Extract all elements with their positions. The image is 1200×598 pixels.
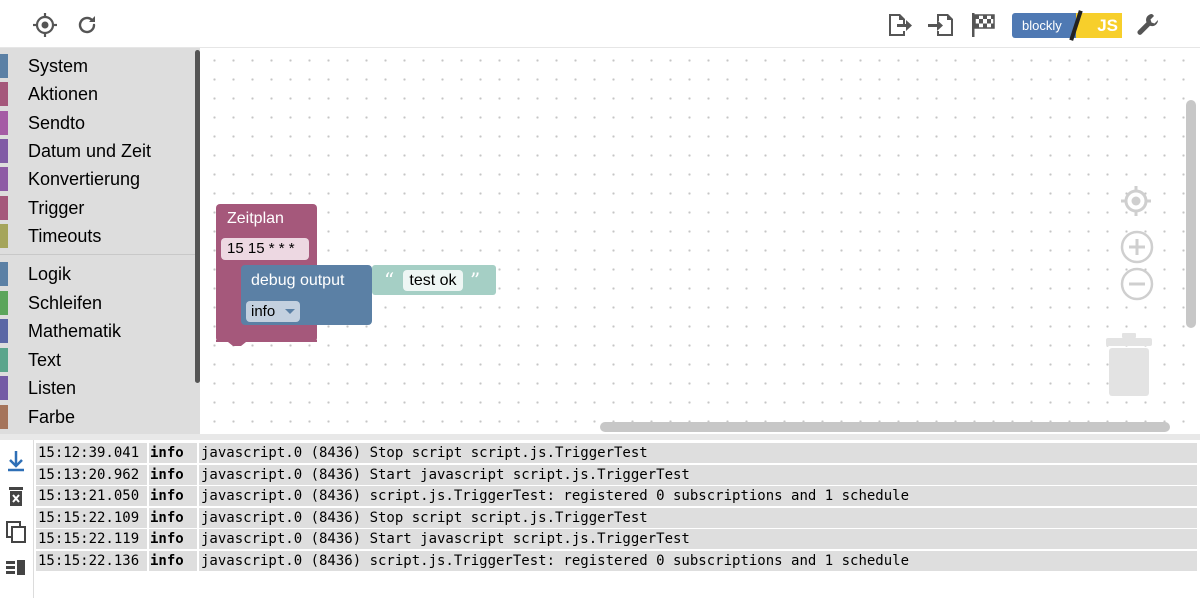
log-level-dropdown[interactable]: info <box>246 301 300 322</box>
log-message: javascript.0 (8436) script.js.TriggerTes… <box>199 551 1197 571</box>
log-message: javascript.0 (8436) Start javascript scr… <box>199 529 1197 550</box>
logo-blockly-text: blockly <box>1012 13 1076 38</box>
category-label: Logik <box>28 264 72 284</box>
log-level: info <box>149 551 197 571</box>
cron-field[interactable]: 15 15 * * * <box>221 238 309 260</box>
debug-block-input-tab <box>362 272 374 286</box>
category-label: Schleifen <box>28 292 103 313</box>
category-color-bar <box>0 262 8 286</box>
toolbox-category-datum-und-zeit[interactable]: Datum und Zeit <box>0 137 196 165</box>
log-level: info <box>149 507 197 528</box>
locate-icon[interactable] <box>30 10 60 40</box>
log-timestamp: 15:13:21.050 <box>36 486 147 507</box>
close-quote-mark: ” <box>470 268 481 292</box>
toolbox-separator <box>0 254 196 255</box>
clear-log-icon[interactable] <box>4 484 28 508</box>
export-icon[interactable] <box>884 10 914 40</box>
trash-icon[interactable] <box>1104 332 1154 403</box>
zoom-in-icon[interactable] <box>1120 230 1154 269</box>
category-label: Trigger <box>28 197 85 218</box>
category-color-bar <box>0 54 8 78</box>
category-label: Datum und Zeit <box>28 140 152 161</box>
text-value-field[interactable]: test ok <box>403 270 463 291</box>
log-panel-divider[interactable] <box>0 434 1200 440</box>
debug-block-title: debug output <box>251 272 345 289</box>
schedule-block-notch <box>216 340 317 346</box>
log-timestamp: 15:13:20.962 <box>36 464 147 485</box>
toolbox-category-schleifen[interactable]: Schleifen <box>0 289 196 317</box>
zoom-out-icon[interactable] <box>1120 267 1154 306</box>
category-label: Aktionen <box>28 84 99 105</box>
logo-js-text: JS <box>1076 13 1122 38</box>
dropdown-arrow-icon <box>285 309 295 314</box>
toolbox-category-trigger[interactable]: Trigger <box>0 194 196 222</box>
toolbox-scrollbar[interactable] <box>195 50 200 383</box>
log-level: info <box>149 443 197 463</box>
toolbox-category-mathematik[interactable]: Mathematik <box>0 317 196 345</box>
toolbox-category-sendto[interactable]: Sendto <box>0 109 196 137</box>
import-icon[interactable] <box>926 10 956 40</box>
toolbox-category-logik[interactable]: Logik <box>0 260 196 288</box>
top-toolbar: blockly JS <box>0 0 1200 48</box>
copy-icon[interactable] <box>4 520 28 544</box>
log-toolbar <box>0 440 34 598</box>
log-timestamp: 15:15:22.136 <box>36 551 147 571</box>
log-message: javascript.0 (8436) script.js.TriggerTes… <box>199 486 1197 507</box>
category-color-bar <box>0 195 8 220</box>
category-color-bar <box>0 376 8 400</box>
log-message: javascript.0 (8436) Start javascript scr… <box>199 464 1197 485</box>
blockly-workspace[interactable]: Zeitplan 15 15 * * * debug output info “… <box>200 48 1200 434</box>
category-color-bar <box>0 82 8 107</box>
category-color-bar <box>0 138 8 163</box>
log-message: javascript.0 (8436) Stop script script.j… <box>199 507 1197 528</box>
category-label: Text <box>28 349 62 370</box>
category-label: Timeouts <box>28 225 102 246</box>
category-color-bar <box>0 404 8 429</box>
category-label: Farbe <box>28 406 76 427</box>
filter-icon[interactable] <box>4 556 28 580</box>
checkered-flag-icon[interactable] <box>968 10 998 40</box>
toolbox-category-farbe[interactable]: Farbe <box>0 403 196 431</box>
blockly-js-logo[interactable]: blockly JS <box>1012 10 1122 41</box>
toolbox-category-timeouts[interactable]: Timeouts <box>0 222 196 250</box>
category-color-bar <box>0 167 8 192</box>
category-label: Konvertierung <box>28 169 141 190</box>
category-label: Sendto <box>28 112 86 133</box>
log-timestamp: 15:12:39.041 <box>36 443 147 463</box>
recenter-icon[interactable] <box>1120 185 1152 222</box>
workspace-horizontal-scrollbar[interactable] <box>600 422 1170 432</box>
log-level: info <box>149 464 197 485</box>
category-label: Mathematik <box>28 321 122 341</box>
log-message: javascript.0 (8436) Stop script script.j… <box>199 443 1197 463</box>
category-color-bar <box>0 319 8 343</box>
scroll-down-icon[interactable] <box>4 448 28 472</box>
category-label: Listen <box>28 378 77 398</box>
log-timestamp: 15:15:22.119 <box>36 529 147 550</box>
category-color-bar <box>0 223 8 248</box>
log-timestamp: 15:15:22.109 <box>36 507 147 528</box>
log-level-value: info <box>251 303 276 320</box>
toolbox-category-konvertierung[interactable]: Konvertierung <box>0 165 196 193</box>
toolbox-category-listen[interactable]: Listen <box>0 374 196 402</box>
category-color-bar <box>0 110 8 135</box>
toolbox-category-text[interactable]: Text <box>0 346 196 374</box>
wrench-icon[interactable] <box>1134 10 1164 40</box>
category-color-bar <box>0 347 8 372</box>
log-level: info <box>149 529 197 550</box>
toolbox-category-system[interactable]: System <box>0 52 196 80</box>
open-quote-mark: “ <box>384 268 395 292</box>
log-level: info <box>149 486 197 507</box>
toolbox-category-aktionen[interactable]: Aktionen <box>0 80 196 108</box>
category-color-bar <box>0 290 8 315</box>
refresh-icon[interactable] <box>72 10 102 40</box>
category-label: System <box>28 56 89 76</box>
workspace-vertical-scrollbar[interactable] <box>1186 100 1196 328</box>
schedule-block-title: Zeitplan <box>227 210 284 227</box>
